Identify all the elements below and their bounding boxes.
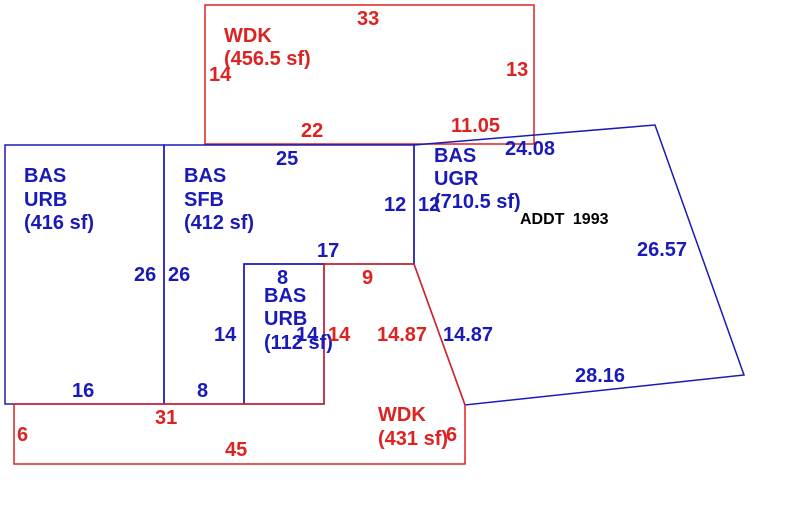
addition-note: ADDT 1993 [520, 211, 609, 228]
dim-wdk-top-bottom-right: 11.05 [451, 115, 500, 137]
dim-wdk-top-left: 14 [209, 64, 232, 86]
area-label-wdk-top: WDK (456.5 sf) [224, 25, 311, 70]
dim-wdk-bottom-left: 6 [17, 424, 28, 446]
dim-wdk-bottom-right: 6 [446, 424, 457, 446]
dim-wdk-bottom-bottom: 45 [225, 439, 247, 461]
dim-urb-left-bottom: 16 [72, 380, 94, 402]
dim-ugr-diag: 14.87 [443, 324, 493, 346]
addition-note-label: ADDT [520, 211, 565, 228]
dim-wdk-bottom-notch-top: 9 [362, 267, 373, 289]
dim-sfb-top: 25 [276, 148, 298, 170]
dim-ugr-bottom: 28.16 [575, 365, 625, 387]
area-label-bas-urb-small: BAS URB (112 sf) [264, 285, 333, 354]
dim-wdk-bottom-top: 31 [155, 407, 177, 429]
area-label-wdk-bottom: WDK (431 sf) [378, 404, 448, 450]
area-label-bas-sfb: BAS SFB (412 sf) [184, 165, 254, 234]
dim-urb-small-left: 14 [214, 324, 237, 346]
dim-ugr-top: 24.08 [505, 138, 555, 160]
dim-sfb-bottom-right: 17 [317, 240, 339, 262]
dim-sfb-right: 12 [384, 194, 406, 216]
dim-urb-small-right: 14 [296, 324, 319, 346]
dim-wdk-bottom-notch-left: 14 [328, 324, 351, 346]
dim-wdk-top-right: 13 [506, 59, 528, 81]
dim-sfb-left: 26 [168, 264, 190, 286]
dim-wdk-bottom-diag: 14.87 [377, 324, 427, 346]
dim-sfb-bottom: 8 [197, 380, 208, 402]
dim-urb-small-top: 8 [277, 267, 288, 289]
wdk-top-outline [204, 4, 535, 145]
dim-ugr-right: 26.57 [637, 239, 687, 261]
dim-urb-left-right: 26 [134, 264, 156, 286]
dim-ugr-left: 12 [418, 194, 440, 216]
wdk-bottom-outline [13, 263, 466, 465]
dim-wdk-top-bottom: 22 [301, 120, 323, 142]
area-label-bas-ugr: BAS UGR (710.5 sf) [434, 145, 521, 213]
addition-note-year: 1993 [573, 211, 609, 228]
dim-wdk-top-top: 33 [357, 8, 379, 30]
area-label-bas-urb-left: BAS URB (416 sf) [24, 165, 94, 234]
bas-ugr-outline [413, 124, 746, 406]
